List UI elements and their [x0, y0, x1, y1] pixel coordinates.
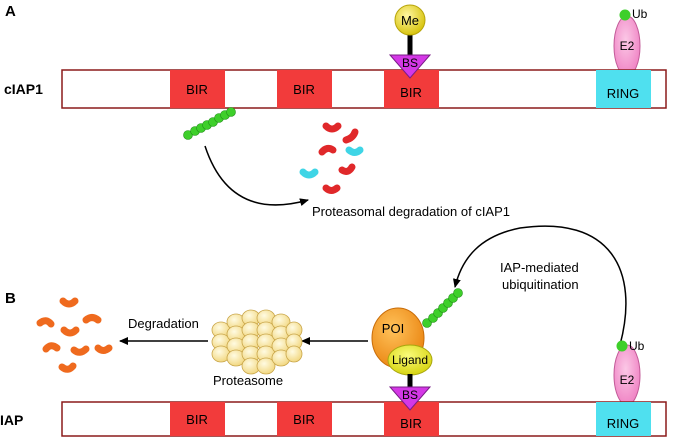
bir-domain-b2 [277, 402, 332, 436]
e2-label-bottom: E2 [620, 373, 635, 387]
ciap1-bar [61, 69, 667, 109]
bs-label-top: BS [402, 56, 418, 70]
fragments-a [299, 122, 364, 194]
ring-label-b: RING [607, 416, 640, 431]
proteasome [211, 309, 303, 375]
bir-label-b3: BIR [400, 416, 422, 431]
arrow-iap-ubiquitination [452, 225, 627, 346]
caption-proteasome: Proteasome [213, 373, 283, 388]
bir-label-3: BIR [400, 85, 422, 100]
ring-domain [596, 70, 651, 108]
panel-label-b: B [5, 290, 16, 307]
ub-label-bottom: Ub [629, 339, 645, 353]
bir-label-b1: BIR [186, 412, 208, 427]
me-label: Me [401, 13, 419, 28]
bir-label-2: BIR [293, 82, 315, 97]
ub-dot-bottom [616, 340, 628, 352]
row-label-ciap1: cIAP1 [4, 81, 43, 97]
bir-label-1: BIR [186, 82, 208, 97]
panel-label-a: A [5, 3, 16, 20]
bir-domain-2 [277, 70, 332, 108]
ring-domain-b [596, 402, 651, 436]
bir-domain-1 [170, 70, 225, 108]
row-label-iap: IAP [0, 412, 23, 428]
bs-triangle-top [388, 54, 432, 79]
e2-label-top: E2 [620, 39, 635, 53]
methyl-bestatin-ball [394, 4, 426, 36]
iap-bar [61, 401, 667, 437]
ligand-label: Ligand [392, 353, 428, 367]
ub-chain-a [183, 107, 236, 140]
ub-chain-b [422, 288, 463, 328]
caption-degradation: Degradation [128, 316, 199, 331]
fragments-b [36, 297, 113, 373]
ub-dot-top [619, 9, 631, 21]
caption-iap-mediated-2: ubiquitination [502, 277, 579, 292]
ring-label: RING [607, 86, 640, 101]
caption-proteasomal-degradation: Proteasomal degradation of cIAP1 [312, 204, 510, 219]
arrow-to-degradation-a [204, 145, 309, 207]
bs-triangle-bottom [388, 386, 432, 411]
bs-label-bottom: BS [402, 388, 418, 402]
caption-iap-mediated-1: IAP-mediated [500, 260, 579, 275]
poi-ligand-complex: POI Ligand [371, 307, 433, 376]
bir-domain-b1 [170, 402, 225, 436]
ub-label-top: Ub [632, 7, 648, 21]
poi-label: POI [382, 321, 404, 336]
bir-label-b2: BIR [293, 412, 315, 427]
